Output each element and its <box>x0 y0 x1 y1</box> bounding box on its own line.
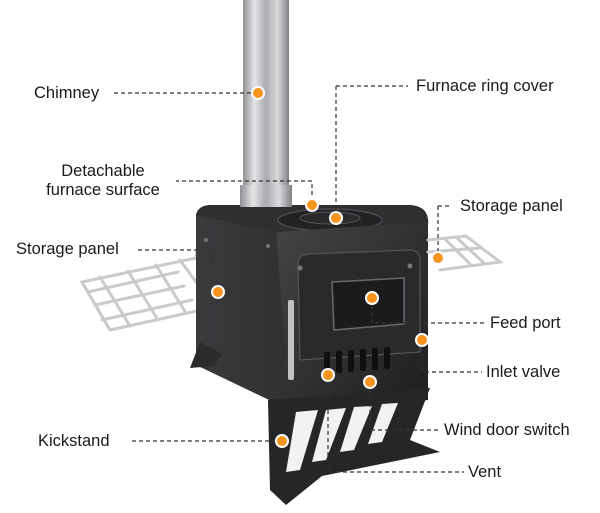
line-wind-door <box>369 382 440 431</box>
label-detachable-line1: Detachable <box>61 162 145 180</box>
marker-feed-port <box>365 291 379 305</box>
chimney-pipe <box>240 0 292 207</box>
label-furnace-ring-cover: Furnace ring cover <box>414 77 556 96</box>
line-detachable <box>168 180 313 205</box>
line-feed-port <box>371 298 486 324</box>
label-inlet-valve: Inlet valve <box>484 363 563 382</box>
marker-vent <box>321 368 335 382</box>
label-detachable-line2: furnace surface <box>46 181 160 199</box>
marker-storage-left <box>211 285 225 299</box>
marker-furnace-ring <box>329 211 343 225</box>
marker-wind-door <box>363 375 377 389</box>
marker-inlet-valve <box>415 333 429 347</box>
label-vent: Vent <box>466 463 504 482</box>
marker-detachable <box>305 198 319 212</box>
label-chimney: Chimney <box>32 84 102 103</box>
marker-storage-right <box>431 251 445 265</box>
marker-kickstand <box>275 434 289 448</box>
kickstand-shape <box>190 342 440 505</box>
label-feed-port: Feed port <box>488 314 563 333</box>
right-storage-rack <box>426 234 504 272</box>
line-furnace-ring <box>335 85 408 218</box>
stove-body <box>196 205 429 410</box>
line-storage-left <box>138 249 213 292</box>
label-detachable-furnace-surface: Detachable furnace surface <box>30 162 176 200</box>
label-storage-panel-right: Storage panel <box>458 197 565 216</box>
markers <box>211 86 445 448</box>
leader-lines <box>114 85 486 473</box>
label-wind-door-switch: Wind door switch <box>442 421 572 440</box>
line-storage-right <box>437 205 452 258</box>
marker-chimney <box>251 86 265 100</box>
label-kickstand: Kickstand <box>36 432 112 451</box>
label-storage-panel-left: Storage panel <box>14 240 121 259</box>
line-inlet-valve <box>421 340 482 373</box>
